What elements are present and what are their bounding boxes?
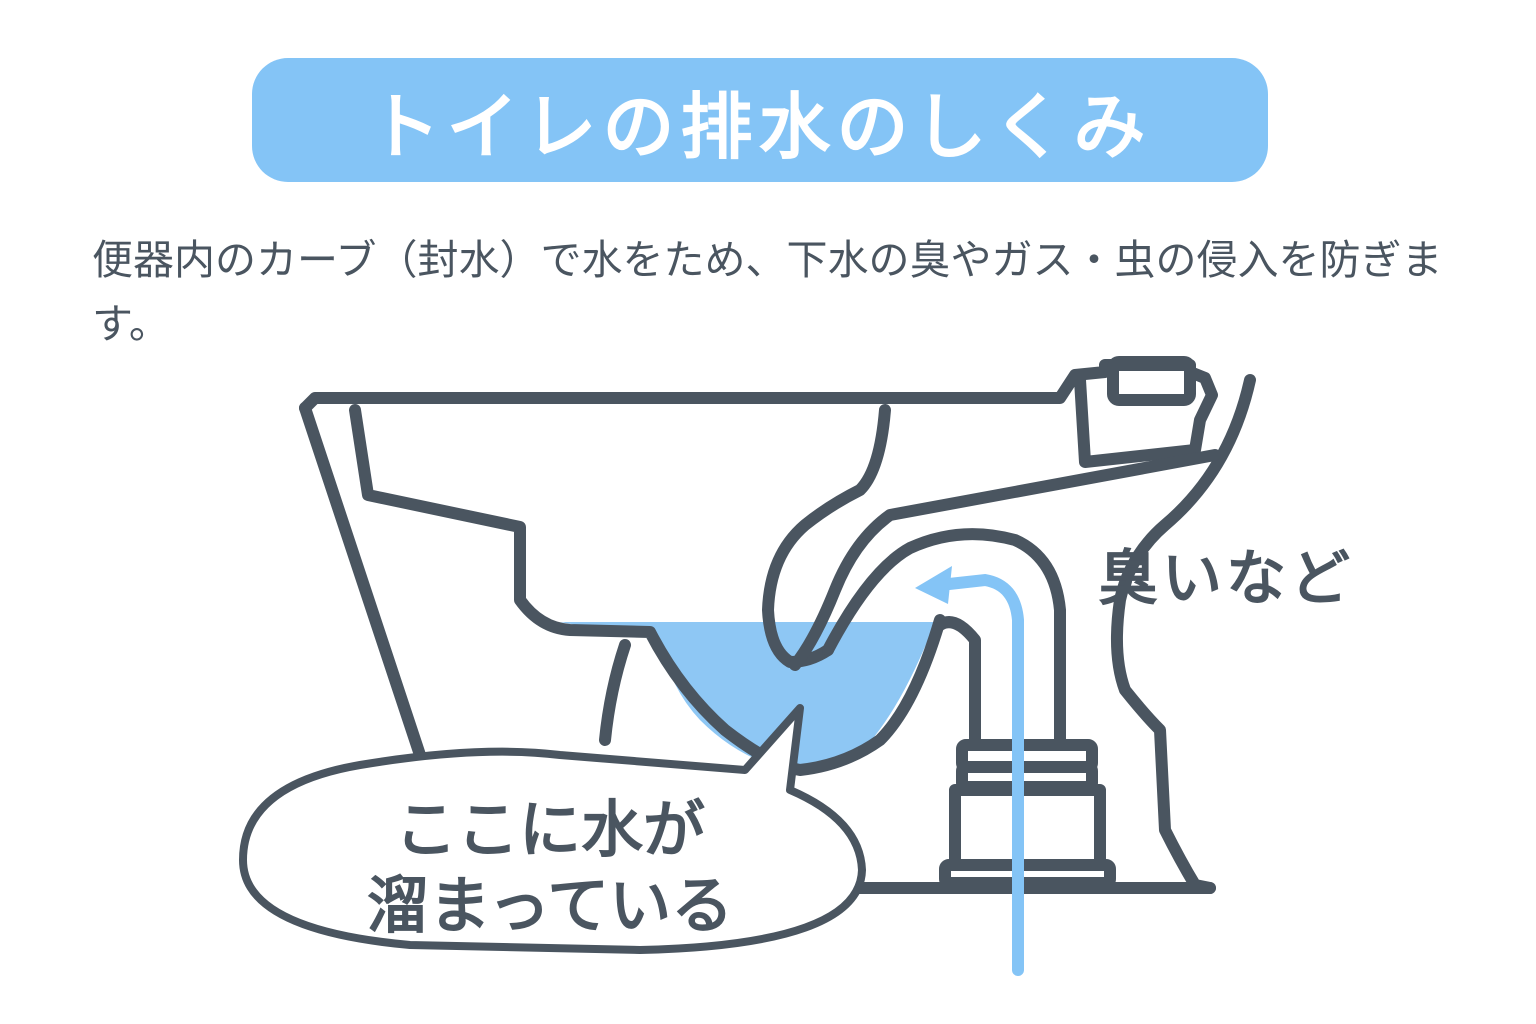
bubble-text: ここに水が 溜まっている xyxy=(300,792,800,944)
drain-fitting-body xyxy=(949,784,1106,871)
smell-arrowhead xyxy=(915,566,952,604)
bowl-left-outline xyxy=(299,402,426,761)
bubble-line-2: 溜まっている xyxy=(366,869,734,942)
tank-connector xyxy=(1107,356,1196,406)
smell-label: 臭いなど xyxy=(1098,544,1354,614)
trap-inner-lower xyxy=(934,616,981,746)
drain-fitting-base xyxy=(939,859,1116,889)
description-text: 便器内のカーブ（封水）で水をため、下水の臭やガス・虫の侵入を防ぎます。 xyxy=(92,236,1443,348)
front-inner-line xyxy=(599,639,631,746)
page-title: トイレの排水のしくみ xyxy=(368,84,1152,169)
trap-curve-outer xyxy=(822,528,1066,746)
bubble-line-1: ここに水が xyxy=(394,793,705,866)
smell-arrow xyxy=(934,573,1024,976)
bowl-outer-outline xyxy=(299,359,1218,468)
title-banner: トイレの排水のしくみ xyxy=(252,58,1268,182)
rim-right-outline xyxy=(1110,374,1256,894)
speech-bubble xyxy=(239,704,866,954)
seal-water xyxy=(560,622,935,770)
trap-curve-inner xyxy=(789,449,1221,671)
